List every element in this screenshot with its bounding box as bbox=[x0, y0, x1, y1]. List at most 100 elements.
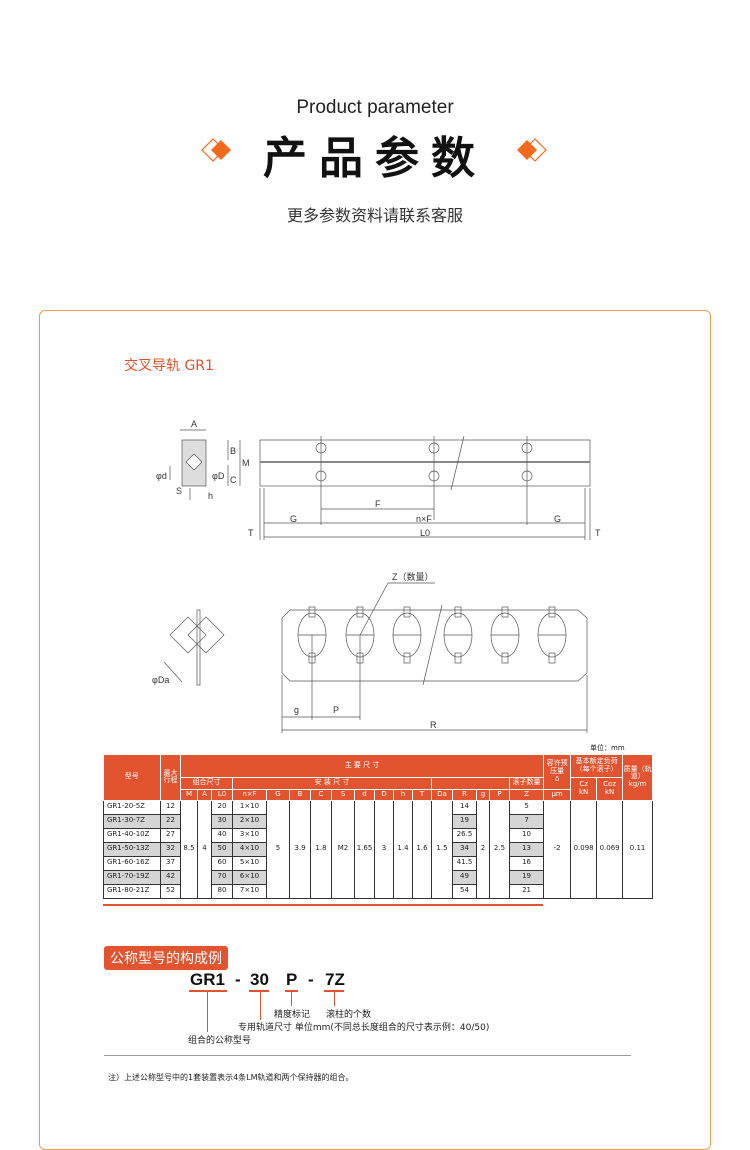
leader-line bbox=[207, 990, 208, 1032]
dim-label: R bbox=[430, 720, 437, 730]
cell-L0: 30 bbox=[211, 813, 233, 829]
dim-label: φd bbox=[156, 471, 167, 481]
dim-label: F bbox=[375, 499, 381, 509]
label-rail: 专用轨道尺寸 单位mm(不同总长度组合的尺寸表示例：40/50) bbox=[238, 1023, 490, 1033]
cell-stroke: 12 bbox=[160, 799, 181, 815]
cell-T: 1.6 bbox=[412, 799, 432, 899]
title-chinese: 产品参数 bbox=[263, 133, 487, 184]
diamond-left-icon bbox=[201, 138, 231, 162]
cell-L0: 60 bbox=[211, 855, 233, 871]
code-part-dash: - bbox=[308, 970, 314, 989]
th-col: d bbox=[354, 789, 375, 801]
cell-nF: 3×10 bbox=[232, 827, 267, 843]
leader-line bbox=[291, 990, 292, 1006]
label-model: 组合的公称型号 bbox=[188, 1036, 252, 1046]
th-col: S bbox=[331, 789, 355, 801]
cell-stroke: 22 bbox=[160, 813, 181, 829]
divider bbox=[104, 1055, 631, 1056]
dim-label: G bbox=[554, 514, 561, 524]
cell-model: GR1-50-13Z bbox=[103, 841, 161, 857]
th-stroke: 最大行程 bbox=[160, 755, 181, 801]
cell-L0: 20 bbox=[211, 799, 233, 815]
section-title: 交叉导轨 GR1 bbox=[124, 358, 214, 374]
th-col: T bbox=[412, 789, 432, 801]
example-title: 公称型号的构成例 bbox=[104, 946, 228, 970]
label-rollers: 滚柱的个数 bbox=[326, 1010, 372, 1020]
cell-Z: 5 bbox=[508, 799, 545, 815]
th-main: 主 要 尺 寸 bbox=[180, 755, 545, 778]
roller-icon bbox=[443, 606, 473, 664]
cell-L0: 80 bbox=[211, 883, 233, 899]
mass-label: 质量（轨道） bbox=[623, 764, 652, 781]
cell-R: 34 bbox=[452, 841, 477, 857]
cell-L0: 40 bbox=[211, 827, 233, 843]
dim-label: φD bbox=[212, 471, 225, 481]
table-underline bbox=[103, 904, 543, 906]
cell-stroke: 37 bbox=[160, 855, 181, 871]
cz-label: Cz bbox=[579, 779, 588, 788]
underline bbox=[189, 990, 227, 992]
cell-nF: 4×10 bbox=[232, 841, 267, 857]
cell-Z: 19 bbox=[508, 869, 545, 885]
dim-label: Z（数量） bbox=[392, 571, 434, 582]
cell-Cz: 0.098 bbox=[570, 799, 598, 899]
th-col: M bbox=[180, 789, 198, 801]
title-english: Product parameter bbox=[296, 97, 454, 118]
th-col: h bbox=[393, 789, 413, 801]
cell-model: GR1-80-21Z bbox=[103, 883, 161, 899]
cell-R: 54 bbox=[452, 883, 477, 899]
cell-stroke: 32 bbox=[160, 841, 181, 857]
cell-C: 1.8 bbox=[310, 799, 332, 899]
cell-R: 49 bbox=[452, 869, 477, 885]
th-blank bbox=[431, 777, 510, 790]
retainer-drawing: Z（数量） φDa g P R bbox=[152, 571, 588, 733]
cell-R: 26.5 bbox=[452, 827, 477, 843]
th-col: P bbox=[489, 789, 510, 801]
dim-label: C bbox=[230, 475, 237, 485]
cell-nF: 5×10 bbox=[232, 855, 267, 871]
rail-drawing: A B M C φd φD S h F G n×F G T L0 T bbox=[156, 419, 601, 540]
cell-model: GR1-70-19Z bbox=[103, 869, 161, 885]
dim-label: T bbox=[595, 528, 601, 538]
subtitle: 更多参数资料请联系客服 bbox=[286, 206, 463, 225]
underline bbox=[249, 990, 269, 992]
coz-label: Coz bbox=[603, 779, 617, 788]
cell-model: GR1-30-7Z bbox=[103, 813, 161, 829]
dim-label: φDa bbox=[152, 675, 169, 685]
cz-unit: kN bbox=[578, 787, 589, 796]
code-part-rollers: 7Z bbox=[325, 970, 345, 989]
th-mass: 质量（轨道）kg/m bbox=[622, 755, 654, 801]
th-col: R bbox=[452, 789, 477, 801]
footnote: 注）上述公称型号中的1套装置表示4条LM轨道和两个保持器的组合。 bbox=[108, 1073, 354, 1082]
cell-R: 41.5 bbox=[452, 855, 477, 871]
cell-Z: 7 bbox=[508, 813, 545, 829]
th-combo: 组合尺寸 bbox=[180, 777, 233, 790]
cell-P: 2.5 bbox=[489, 799, 510, 899]
cell-delta: -2 bbox=[543, 799, 572, 899]
th-col: g bbox=[476, 789, 490, 801]
cell-B: 3.9 bbox=[289, 799, 311, 899]
roller-icon bbox=[490, 606, 520, 664]
cell-G: 5 bbox=[266, 799, 290, 899]
cell-Coz: 0.069 bbox=[596, 799, 624, 899]
cell-stroke: 52 bbox=[160, 883, 181, 899]
th-col: n×F bbox=[232, 789, 267, 801]
cell-nF: 2×10 bbox=[232, 813, 267, 829]
dim-label: n×F bbox=[416, 514, 432, 524]
cell-Z: 21 bbox=[508, 883, 545, 899]
code-part-series: GR1 bbox=[190, 970, 225, 989]
dim-label: G bbox=[290, 514, 297, 524]
th-load: 基本额定负荷（每个滚子） bbox=[570, 755, 624, 778]
dim-label: P bbox=[333, 705, 339, 715]
leader-line bbox=[260, 990, 261, 1020]
cell-mass: 0.11 bbox=[622, 799, 654, 899]
cell-model: GR1-20-5Z bbox=[103, 799, 161, 815]
th-z: Z bbox=[509, 789, 545, 801]
